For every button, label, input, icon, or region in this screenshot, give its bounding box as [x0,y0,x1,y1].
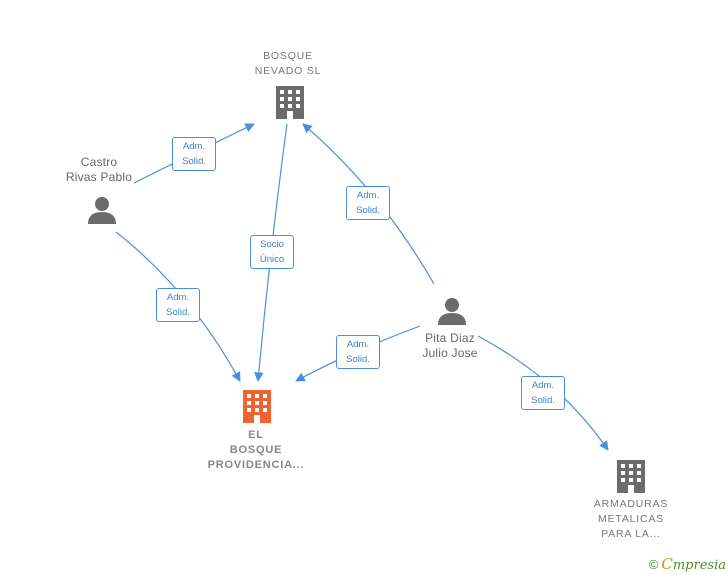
edge-label-pita-el-bosque: Adm. Solid. [336,335,380,369]
person-icon[interactable] [438,298,466,325]
node-label-armaduras[interactable]: ARMADURAS METALICAS PARA LA... [593,498,669,540]
node-label-castro[interactable]: Castro Rivas Pablo [65,155,133,184]
edge-label-castro-el-bosque: Adm. Solid. [156,288,200,322]
building-icon-focus[interactable] [243,390,271,423]
copyright-symbol: © [648,556,659,572]
brand-watermark: © Cmpresia [649,555,726,573]
edge-label-pita-armaduras: Adm. Solid. [521,376,565,410]
brand-logo: Cmpresia [661,555,726,573]
edge-label-pita-bosque-nevado: Adm. Solid. [346,186,390,220]
node-label-pita[interactable]: Pita Diaz Julio Jose [422,331,478,360]
person-icon[interactable] [88,197,116,224]
edge-label-castro-bosque-nevado: Adm. Solid. [172,137,216,171]
node-label-el-bosque[interactable]: EL BOSQUE PROVIDENCIA... [207,429,305,471]
building-icon[interactable] [617,460,645,493]
edge-label-bosque-nevado-el-bosque: Socio Único [250,235,294,269]
building-icon[interactable] [276,86,304,119]
node-label-bosque-nevado[interactable]: BOSQUE NEVADO SL [254,50,322,77]
